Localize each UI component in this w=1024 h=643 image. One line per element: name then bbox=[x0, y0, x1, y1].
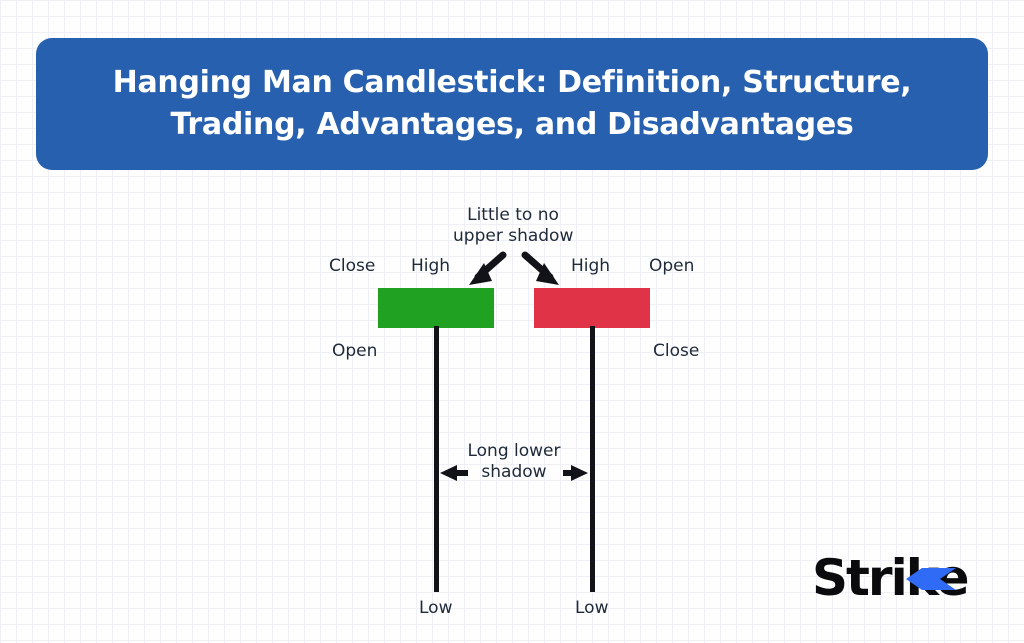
lower-shadow-line-2: shadow bbox=[481, 462, 547, 482]
upper-shadow-line-1: Little to no bbox=[467, 205, 559, 225]
label-close-bearish: Close bbox=[653, 341, 700, 361]
candle-body-bullish bbox=[378, 288, 494, 328]
lower-shadow-bearish bbox=[590, 326, 595, 592]
label-open-bearish: Open bbox=[649, 256, 695, 276]
label-high-bullish: High bbox=[411, 256, 451, 276]
page-title: Hanging Man Candlestick: Definition, Str… bbox=[112, 65, 912, 142]
candle-body-bearish bbox=[534, 288, 650, 328]
strike-logo: Strike bbox=[812, 550, 988, 606]
upper-shadow-annotation: Little to no upper shadow bbox=[453, 205, 573, 247]
label-high-bearish: High bbox=[571, 256, 611, 276]
label-low-bullish: Low bbox=[419, 598, 453, 618]
arrow-down-left-icon bbox=[469, 251, 507, 285]
strike-arrow-icon bbox=[906, 568, 956, 590]
upper-shadow-line-2: upper shadow bbox=[453, 226, 574, 246]
label-open-bullish: Open bbox=[332, 341, 378, 361]
lower-shadow-line-1: Long lower bbox=[467, 441, 561, 461]
label-low-bearish: Low bbox=[575, 598, 609, 618]
lower-shadow-annotation: Long lower shadow bbox=[460, 441, 568, 483]
arrow-down-right-icon bbox=[521, 251, 559, 285]
title-banner: Hanging Man Candlestick: Definition, Str… bbox=[36, 38, 988, 170]
lower-shadow-bullish bbox=[434, 326, 439, 592]
label-close-bullish: Close bbox=[329, 256, 376, 276]
strike-logo-text: Strike bbox=[812, 549, 970, 607]
